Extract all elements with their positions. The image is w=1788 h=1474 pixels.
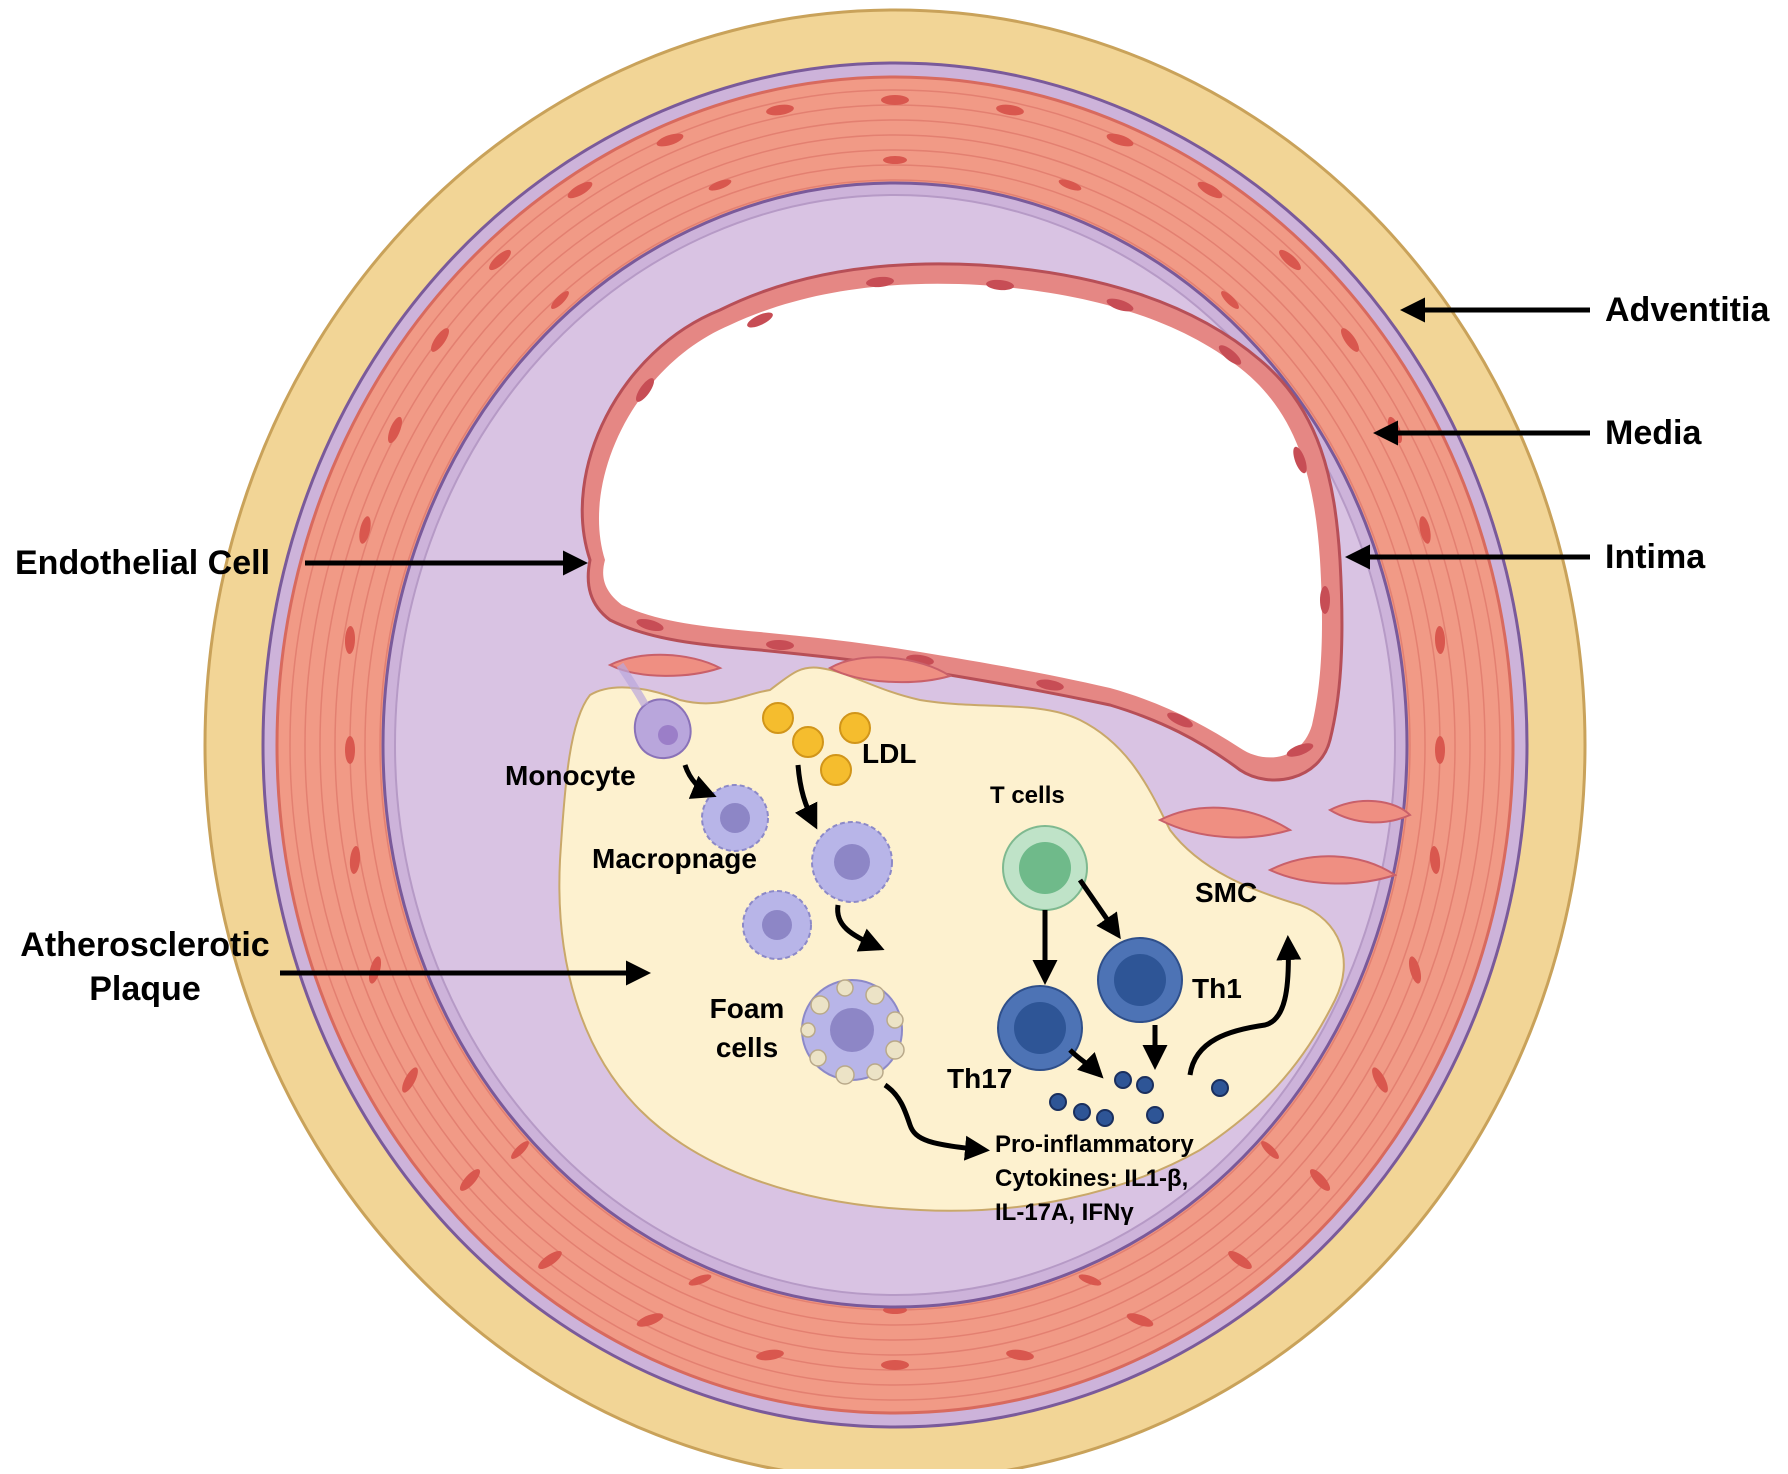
cytokines-label-line3: IL-17A, IFNγ [995, 1199, 1134, 1226]
cytokine-particles [1049, 1071, 1229, 1127]
lumen [598, 283, 1323, 758]
adventitia-label: Adventitia [1605, 291, 1770, 329]
media-nuclei [344, 95, 1446, 1370]
foam-cell [800, 979, 905, 1085]
cytokines-label-line1: Pro-inflammatory [995, 1131, 1194, 1158]
foam-cells-label-line1: Foam [710, 993, 785, 1024]
foam-cells-label-line2: cells [716, 1032, 778, 1063]
endothelial-cell-label: Endothelial Cell [15, 544, 270, 582]
macrophage-cells [701, 784, 893, 960]
atherosclerotic-label-line2: Plaque [89, 970, 200, 1008]
process-arrows [682, 764, 1302, 1161]
th17-cell [997, 985, 1083, 1071]
cytokines-label-line2: Cytokines: IL1-β, [995, 1165, 1188, 1192]
smc-label: SMC [1195, 877, 1257, 908]
th1-cell [1097, 937, 1183, 1023]
th1-label: Th1 [1192, 973, 1242, 1004]
ldl-label: LDL [862, 738, 916, 769]
ldl-particles [762, 702, 871, 786]
monocyte-cell [616, 662, 692, 760]
th17-label: Th17 [947, 1063, 1012, 1094]
endothelial-nuclei [635, 276, 1330, 757]
macrophage-label: Macropnage [592, 843, 757, 874]
t-cell [1002, 825, 1088, 911]
t-cells-label: T cells [990, 782, 1065, 809]
monocyte-label: Monocyte [505, 760, 636, 791]
media-label: Media [1605, 414, 1702, 452]
intima-label: Intima [1605, 538, 1706, 576]
smooth-muscle-cells [607, 653, 1412, 885]
atherosclerotic-label-line1: Atherosclerotic [20, 926, 269, 964]
label-arrows [280, 297, 1590, 986]
